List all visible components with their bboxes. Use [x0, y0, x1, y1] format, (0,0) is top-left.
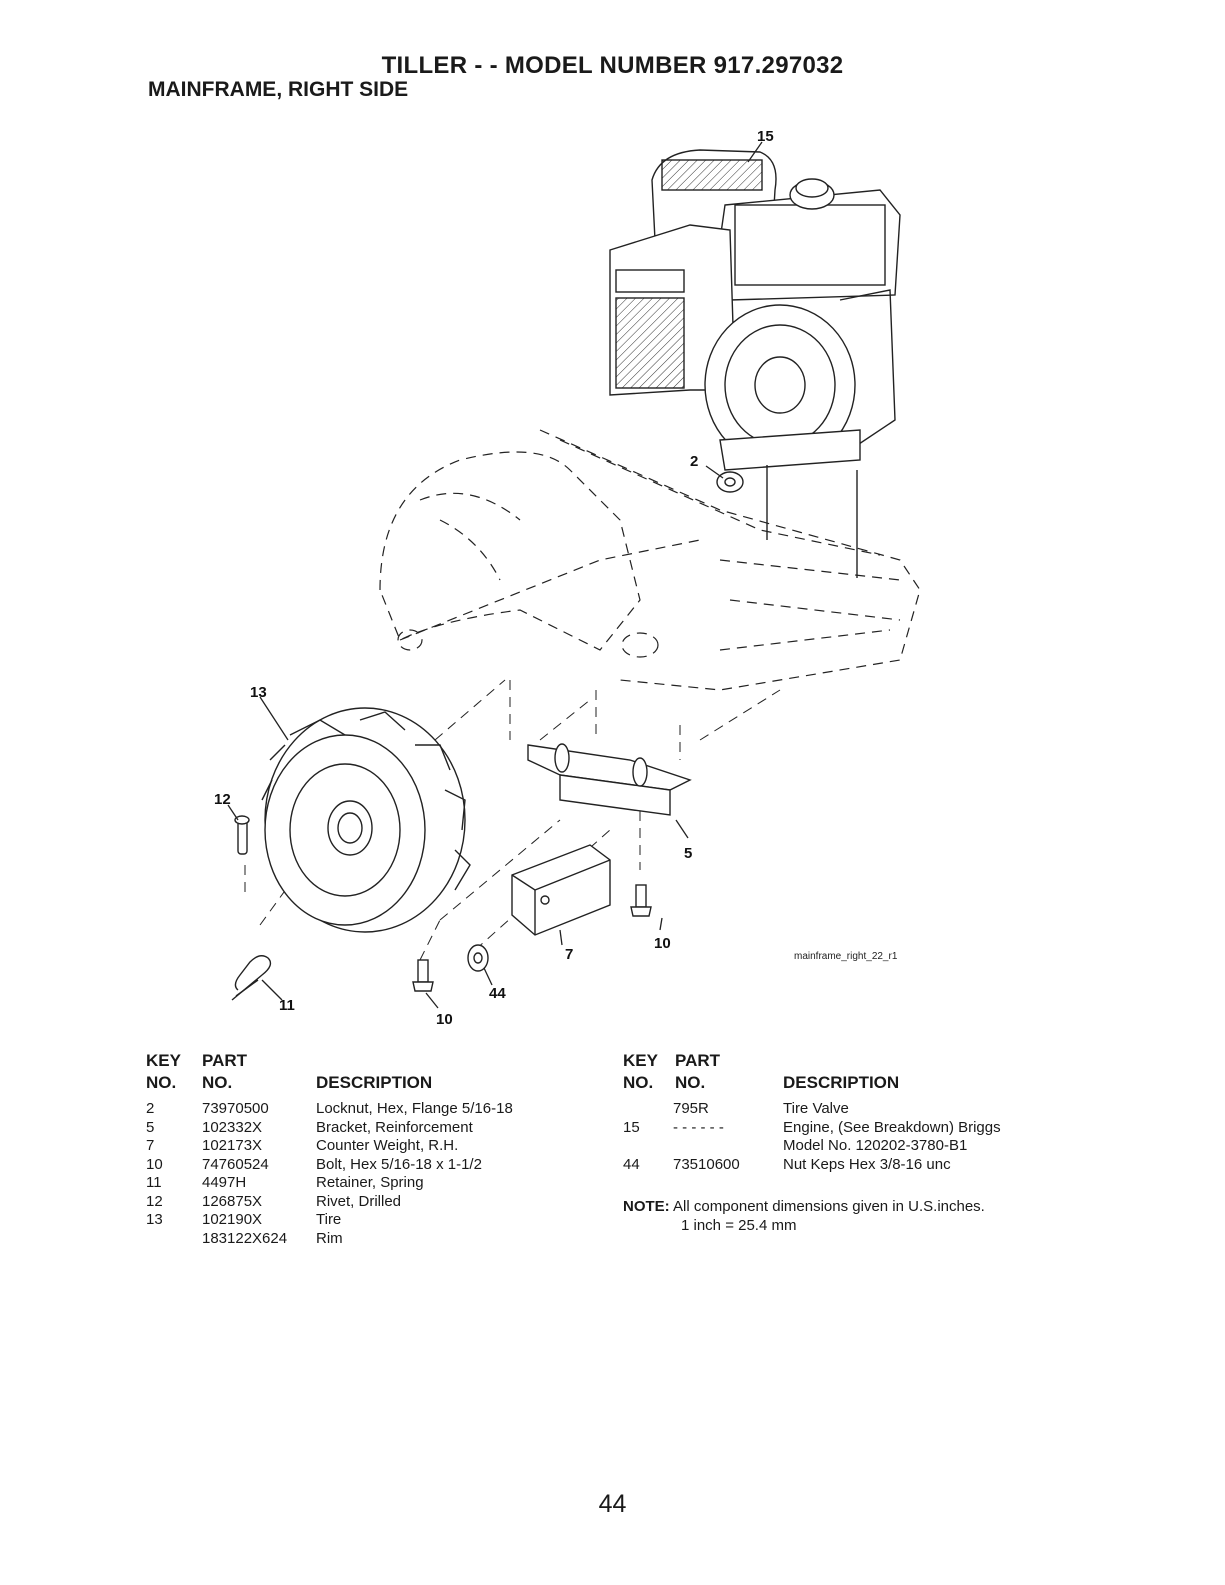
part-row: Model No. 120202-3780-B1 [623, 1137, 1083, 1156]
part-key-no: 5 [146, 1118, 155, 1136]
part-row: 10 74760524 Bolt, Hex 5/16-18 x 1-1/2 [146, 1156, 586, 1175]
part-key-no: 12 [146, 1192, 163, 1210]
parts-table-header: KEY NO. PART NO. DESCRIPTION [146, 1050, 586, 1094]
header-part-no: NO. [202, 1073, 233, 1092]
part-number: 126875X [202, 1192, 263, 1210]
callout-7: 7 [565, 946, 573, 963]
page-number: 44 [598, 1490, 627, 1518]
part-number: - - - - - - [673, 1118, 724, 1136]
header-part-no: NO. [675, 1073, 706, 1092]
part-description: Counter Weight, R.H. [316, 1137, 459, 1154]
figure-id: mainframe_right_22_r1 [794, 951, 898, 962]
keps-nut-drawing [467, 944, 489, 972]
part-key-no: 44 [623, 1155, 640, 1173]
part-number: 102332X [202, 1118, 263, 1136]
header-part: PART [675, 1051, 721, 1070]
part-number: 73970500 [202, 1100, 269, 1117]
parts-table-right: KEY NO. PART NO. DESCRIPTION 795R Tire Va… [623, 1050, 1083, 1174]
callout-15: 15 [757, 128, 774, 145]
part-row: 12 126875X Rivet, Drilled [146, 1193, 586, 1212]
parts-table-header: KEY NO. PART NO. DESCRIPTION [623, 1050, 1083, 1094]
part-row: 2 73970500 Locknut, Hex, Flange 5/16-18 [146, 1100, 586, 1119]
part-row: 5 102332X Bracket, Reinforcement [146, 1119, 586, 1138]
reinforcement-bracket-drawing [527, 743, 692, 816]
header-description: DESCRIPTION [316, 1073, 433, 1092]
header-part: PART [202, 1051, 248, 1070]
hex-bolt-drawing [412, 884, 652, 992]
part-row: 44 73510600 Nut Keps Hex 3/8-16 unc [623, 1156, 1083, 1175]
header-description: DESCRIPTION [783, 1073, 900, 1092]
mainframe-outline [379, 429, 921, 691]
callout-10-right: 10 [654, 935, 671, 952]
part-number: 102190X [202, 1211, 263, 1228]
callout-11: 11 [279, 997, 295, 1014]
note-label: NOTE: [623, 1198, 670, 1215]
part-description: Tire [316, 1211, 342, 1228]
drilled-rivet-drawing [234, 815, 250, 855]
part-description: Bracket, Reinforcement [316, 1118, 473, 1136]
callout-12: 12 [214, 791, 231, 808]
part-row: 183122X624 Rim [146, 1230, 586, 1249]
dimension-note: NOTE: All component dimensions given in … [623, 1197, 985, 1235]
engine-drawing [609, 149, 901, 578]
part-key-no: 15 [623, 1118, 640, 1136]
spring-retainer-drawing [231, 955, 272, 1001]
callout-leaders [227, 141, 763, 1009]
part-row: 795R Tire Valve [623, 1100, 1083, 1119]
part-row: 7 102173X Counter Weight, R.H. [146, 1137, 586, 1156]
part-description: Rivet, Drilled [316, 1192, 402, 1210]
part-number: 102173X [202, 1137, 263, 1154]
callout-10-left: 10 [436, 1011, 453, 1028]
part-description: Bolt, Hex 5/16-18 x 1-1/2 [316, 1155, 482, 1173]
part-row: 15 - - - - - - Engine, (See Breakdown) Bri… [623, 1119, 1083, 1138]
part-description: Tire Valve [783, 1100, 849, 1117]
wheel-tire-drawing [261, 707, 471, 933]
part-key-no: 10 [146, 1155, 163, 1173]
part-description: Retainer, Spring [316, 1174, 424, 1191]
header-no: NO. [146, 1073, 177, 1092]
note-line-1: All component dimensions given in U.S.in… [673, 1198, 985, 1215]
callout-5: 5 [684, 845, 692, 862]
part-description: Nut Keps Hex 3/8-16 unc [783, 1155, 951, 1173]
part-number: 4497H [202, 1174, 247, 1191]
part-description: Locknut, Hex, Flange 5/16-18 [316, 1100, 513, 1117]
parts-table-left: KEY NO. PART NO. DESCRIPTION 2 73970500 Lo… [146, 1050, 586, 1248]
part-description: Rim [316, 1229, 343, 1247]
page-title: TILLER - - MODEL NUMBER 917.297032 [381, 52, 844, 79]
callout-44: 44 [489, 985, 506, 1002]
part-key-no: 11 [146, 1174, 162, 1191]
header-key: KEY [623, 1051, 658, 1070]
header-no: NO. [623, 1073, 654, 1092]
part-number: 183122X624 [202, 1229, 288, 1247]
locknut-drawing [716, 471, 744, 493]
parts-diagram: 15 2 13 12 5 10 7 44 11 10 [214, 128, 921, 1028]
callout-13: 13 [250, 684, 267, 701]
part-description: Engine, (See Breakdown) Briggs [783, 1118, 1001, 1136]
callout-2: 2 [690, 453, 698, 470]
counter-weight-drawing [511, 844, 611, 936]
header-key: KEY [146, 1051, 181, 1070]
part-row: 13 102190X Tire [146, 1211, 586, 1230]
note-line-2: 1 inch = 25.4 mm [681, 1217, 797, 1234]
part-number: 795R [673, 1100, 709, 1117]
part-key-no: 2 [146, 1100, 155, 1117]
part-key-no: 13 [146, 1211, 163, 1228]
part-description: Model No. 120202-3780-B1 [783, 1137, 968, 1154]
section-subtitle: MAINFRAME, RIGHT SIDE [148, 78, 409, 101]
part-number: 74760524 [202, 1155, 269, 1173]
part-number: 73510600 [673, 1155, 740, 1173]
part-row: 11 4497H Retainer, Spring [146, 1174, 586, 1193]
part-key-no: 7 [146, 1137, 155, 1154]
